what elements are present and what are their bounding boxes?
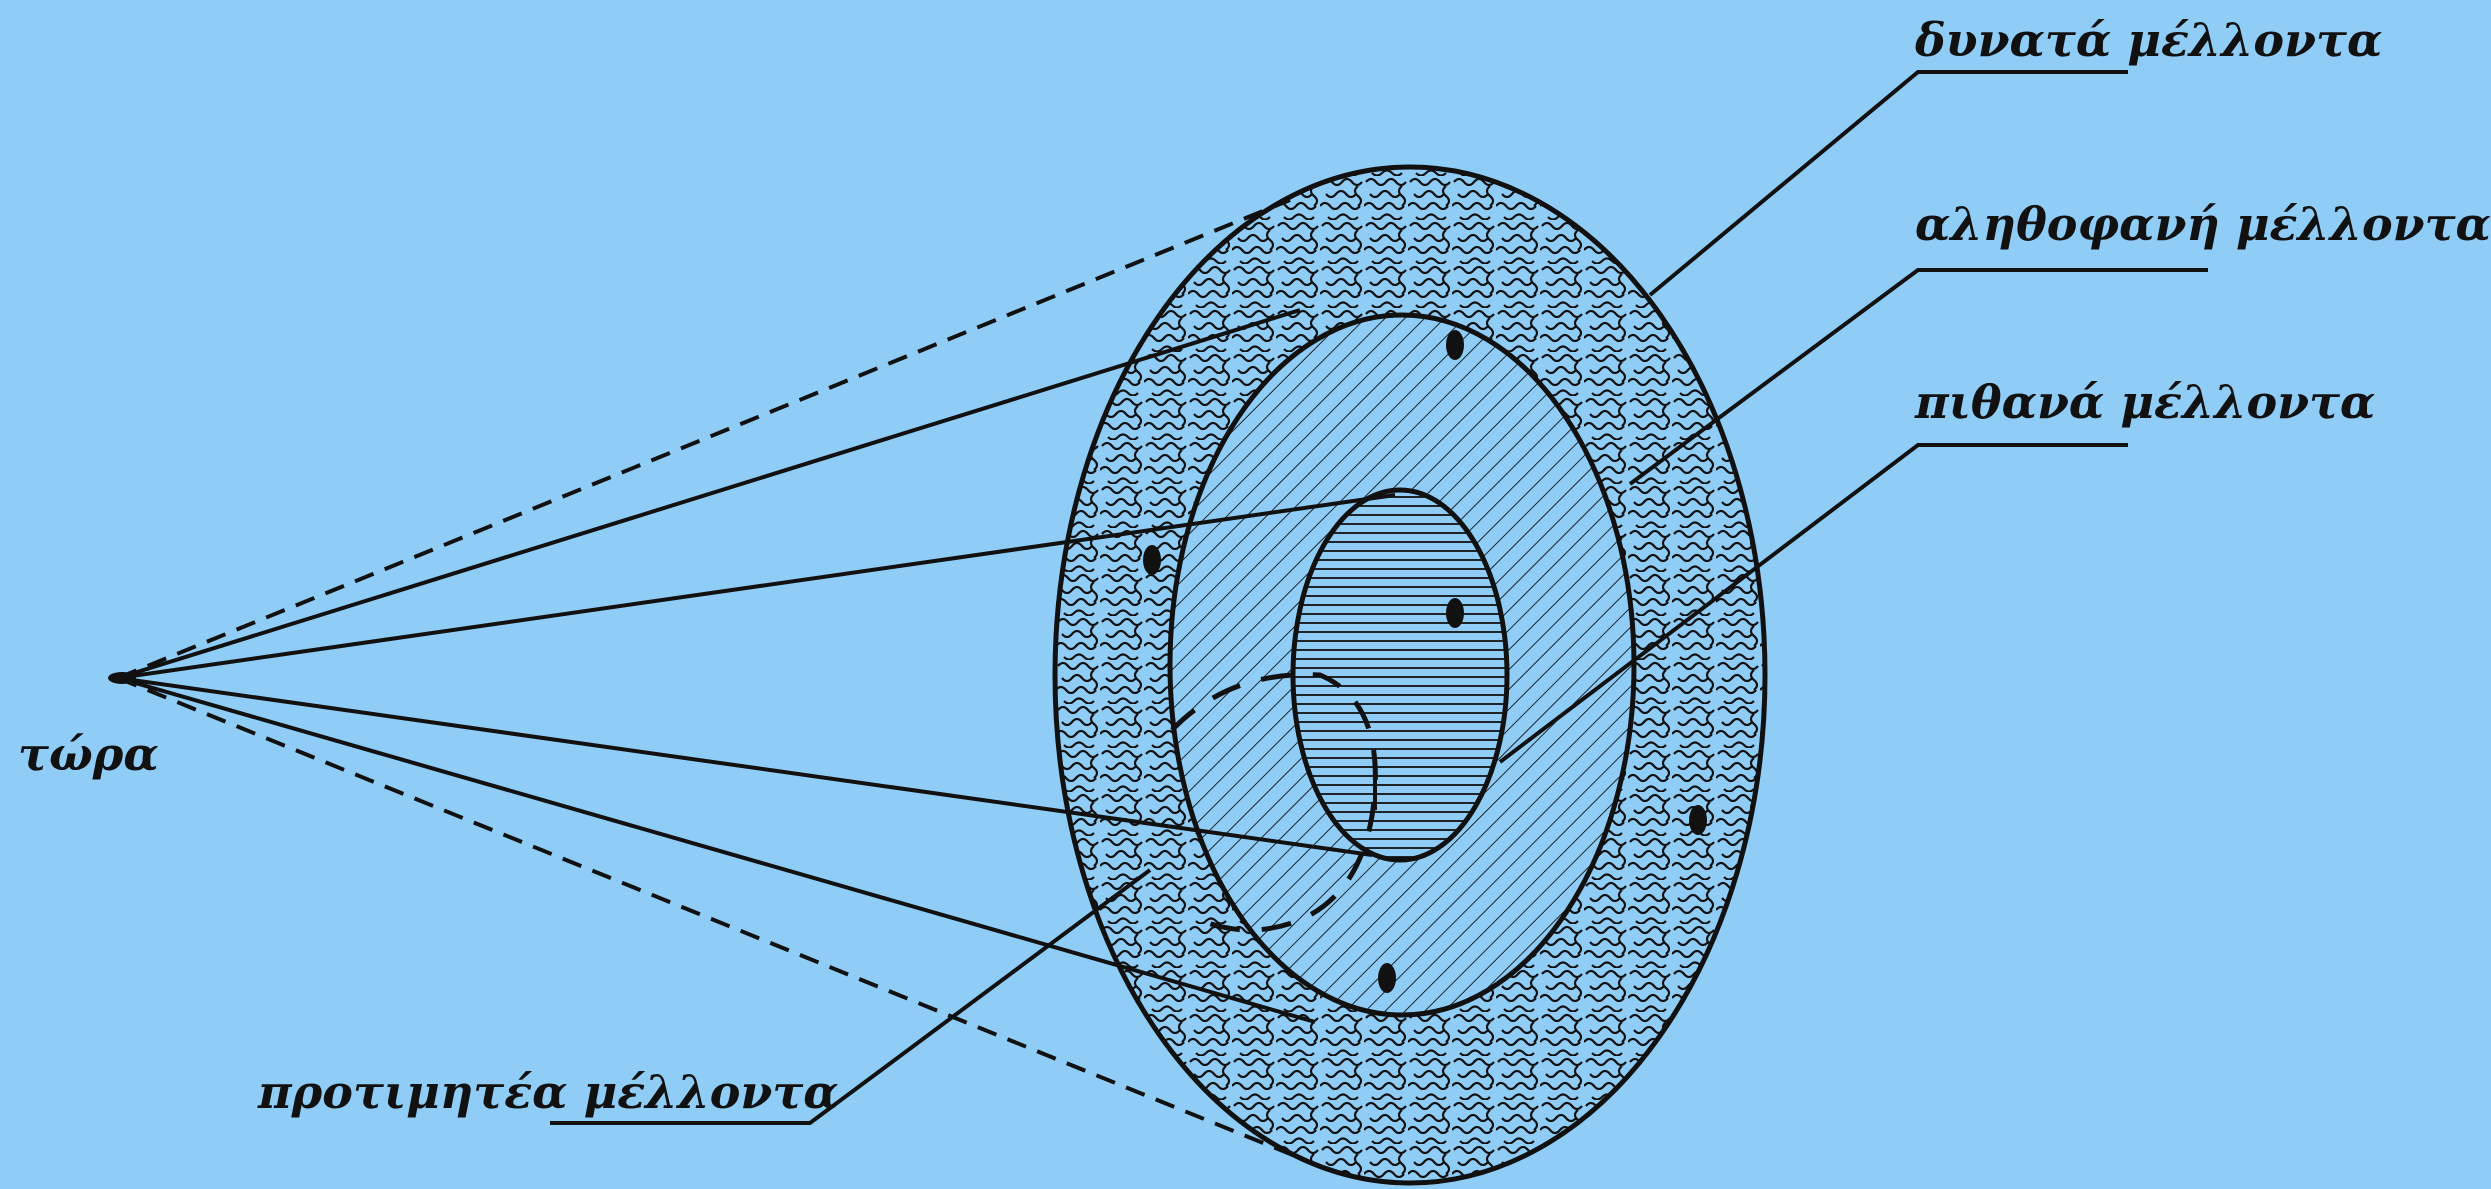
future-dot	[1446, 330, 1464, 360]
future-dot	[1689, 805, 1707, 835]
possible-futures-label: δυνατά μέλλοντα	[1914, 13, 2382, 67]
future-dot	[1446, 598, 1464, 628]
now-point	[108, 672, 136, 684]
now-label: τώρα	[18, 727, 159, 781]
plausible-futures-label: αληθοφανή μέλλοντα	[1915, 197, 2491, 251]
future-dot	[1143, 545, 1161, 575]
probable-futures-label: πιθανά μέλλοντα	[1914, 375, 2375, 429]
future-dot	[1378, 963, 1396, 993]
preferred-futures-label: προτιμητέα μέλλοντα	[257, 1065, 839, 1119]
